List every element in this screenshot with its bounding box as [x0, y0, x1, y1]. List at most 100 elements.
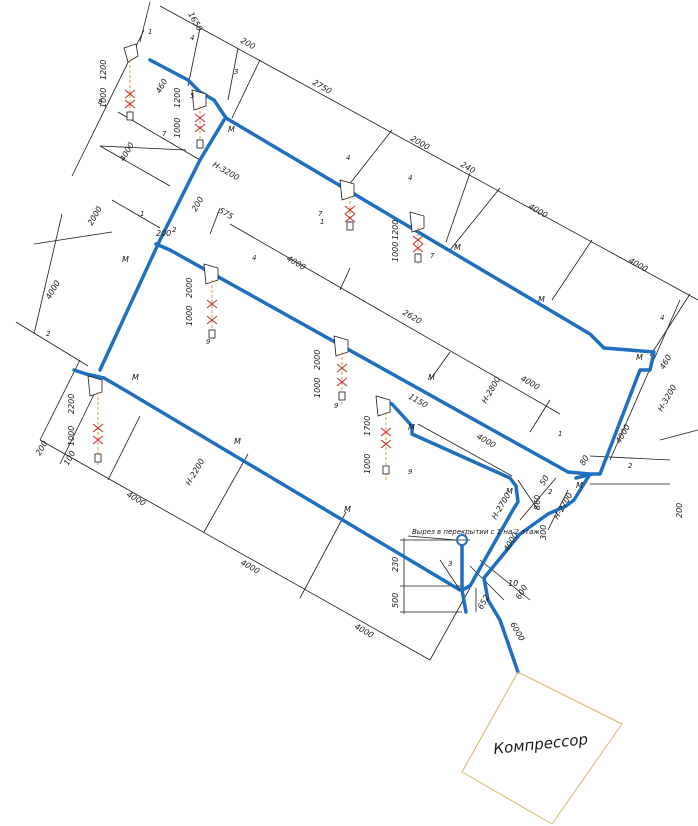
dim-label: 4000: [44, 279, 62, 301]
callout-tag: 4: [190, 34, 194, 42]
dim-label: 80: [578, 454, 591, 467]
callout-tag: 9: [206, 338, 211, 346]
drop-point-2: [191, 89, 207, 150]
callout-tag: 2: [46, 330, 51, 338]
dim-label: 100: [62, 449, 77, 467]
mark-m: М: [636, 353, 643, 362]
dim-label: 1000: [313, 378, 322, 398]
cutout-leaders: [407, 535, 477, 612]
dim-label: 1000: [173, 118, 182, 138]
dim-label: 4000: [125, 490, 147, 508]
compressor-label: Компрессор: [493, 730, 589, 758]
callout-tag: 1: [320, 218, 324, 226]
mark-m: М: [228, 125, 235, 134]
dim-label: 4000: [239, 558, 261, 576]
dim-label: 4000: [118, 141, 136, 163]
callout-tag: 2: [548, 488, 553, 496]
dim-label: 1000: [363, 454, 372, 474]
dim-label: 200: [239, 36, 257, 51]
dim-label: 2200: [67, 394, 76, 414]
callout-tags: 1 1 1 1 4 4 4 4 4 2 2 2 2 3 3 7 7 7 8 9 …: [46, 28, 664, 568]
pipe-marks: М М М М М М М М М М М М: [122, 125, 643, 514]
dim-label: 1200: [173, 88, 182, 108]
dim-label: 1000: [391, 242, 400, 262]
dim-label: 200: [156, 229, 171, 238]
dim-label: 2000: [185, 278, 194, 298]
mark-m: М: [344, 505, 351, 514]
dim-label: 1000: [185, 306, 194, 326]
dim-label: 860: [533, 495, 542, 510]
mark-m: М: [408, 423, 415, 432]
dim-label: 2750: [311, 78, 333, 96]
callout-tag: 4: [660, 314, 664, 322]
drop-point-4: [409, 211, 425, 264]
level-label: Н-2200: [184, 457, 206, 487]
dim-label: 200: [34, 439, 49, 457]
dim-label: 575: [217, 206, 235, 221]
callout-tag: 2: [628, 462, 633, 470]
dim-label: 240: [459, 160, 477, 175]
callout-tag: 7: [162, 130, 167, 138]
mark-m: М: [576, 481, 583, 490]
dim-label: 10: [508, 579, 518, 588]
drop-point-5: [203, 263, 219, 340]
mark-m: М: [428, 373, 435, 382]
dim-label: 1200: [391, 220, 400, 240]
dim-label: 300: [539, 525, 548, 540]
level-label: Н-3200: [656, 383, 678, 413]
drop-point-6: [333, 335, 349, 404]
mark-m: М: [132, 373, 139, 382]
drop-point-8: [87, 375, 104, 466]
dim-label: 200: [675, 503, 684, 518]
dim-label: 2000: [409, 134, 431, 152]
dim-label: 2000: [86, 205, 104, 227]
mark-m: М: [234, 437, 241, 446]
drop-point-1: [123, 43, 139, 121]
callout-tag: 7: [318, 210, 323, 218]
compressor: Компрессор: [461, 671, 623, 825]
callout-tag: 3: [448, 560, 452, 568]
dim-label: 4000: [527, 202, 549, 220]
drop-point-3: [339, 179, 356, 231]
dim-label: 1000: [99, 88, 108, 108]
callout-tag: 1: [558, 430, 562, 438]
dim-label: 4000: [353, 622, 375, 640]
dim-label: 4000: [627, 256, 649, 274]
dim-label: 4000: [285, 254, 307, 272]
dim-label: 1000: [67, 426, 76, 446]
callout-tag: 8: [98, 98, 103, 106]
callout-tag: 4: [346, 154, 350, 162]
dim-label: 1700: [363, 416, 372, 436]
dim-label: 4000: [475, 432, 497, 450]
mark-m: М: [538, 295, 545, 304]
mark-m: М: [506, 487, 513, 496]
dim-label: 6000: [508, 621, 526, 643]
callout-tag: 9: [408, 468, 413, 476]
pipeline: [72, 58, 656, 674]
mark-m: М: [122, 255, 129, 264]
callout-tag: 3: [234, 68, 238, 76]
dim-label: 460: [658, 353, 673, 371]
callout-tag: 1: [148, 28, 152, 36]
dim-label: 2000: [313, 350, 322, 370]
callout-tag: 2: [172, 226, 177, 234]
dim-label: 230: [391, 557, 400, 572]
dim-label: 500: [391, 593, 400, 608]
drop-point-7: [375, 395, 392, 480]
mark-m: М: [454, 243, 461, 252]
slab-cutout-note: Вырез в перекрытии с 1 на 2 этаж: [412, 528, 540, 536]
callout-tag: 5: [190, 92, 195, 100]
callout-tag: 7: [430, 252, 435, 260]
dim-label: 4000: [519, 374, 541, 392]
dimension-lines: [15, 1, 698, 661]
callout-tag: 4: [252, 254, 256, 262]
callout-tag: 1: [140, 210, 144, 218]
dim-label: 2620: [401, 308, 423, 326]
callout-tag: 9: [334, 402, 339, 410]
dim-label: 460: [154, 77, 169, 95]
level-label: Н-2700: [552, 491, 574, 521]
level-label: Н-2800: [480, 375, 502, 405]
dim-label: 50: [538, 474, 551, 487]
callout-tag: 4: [408, 174, 412, 182]
